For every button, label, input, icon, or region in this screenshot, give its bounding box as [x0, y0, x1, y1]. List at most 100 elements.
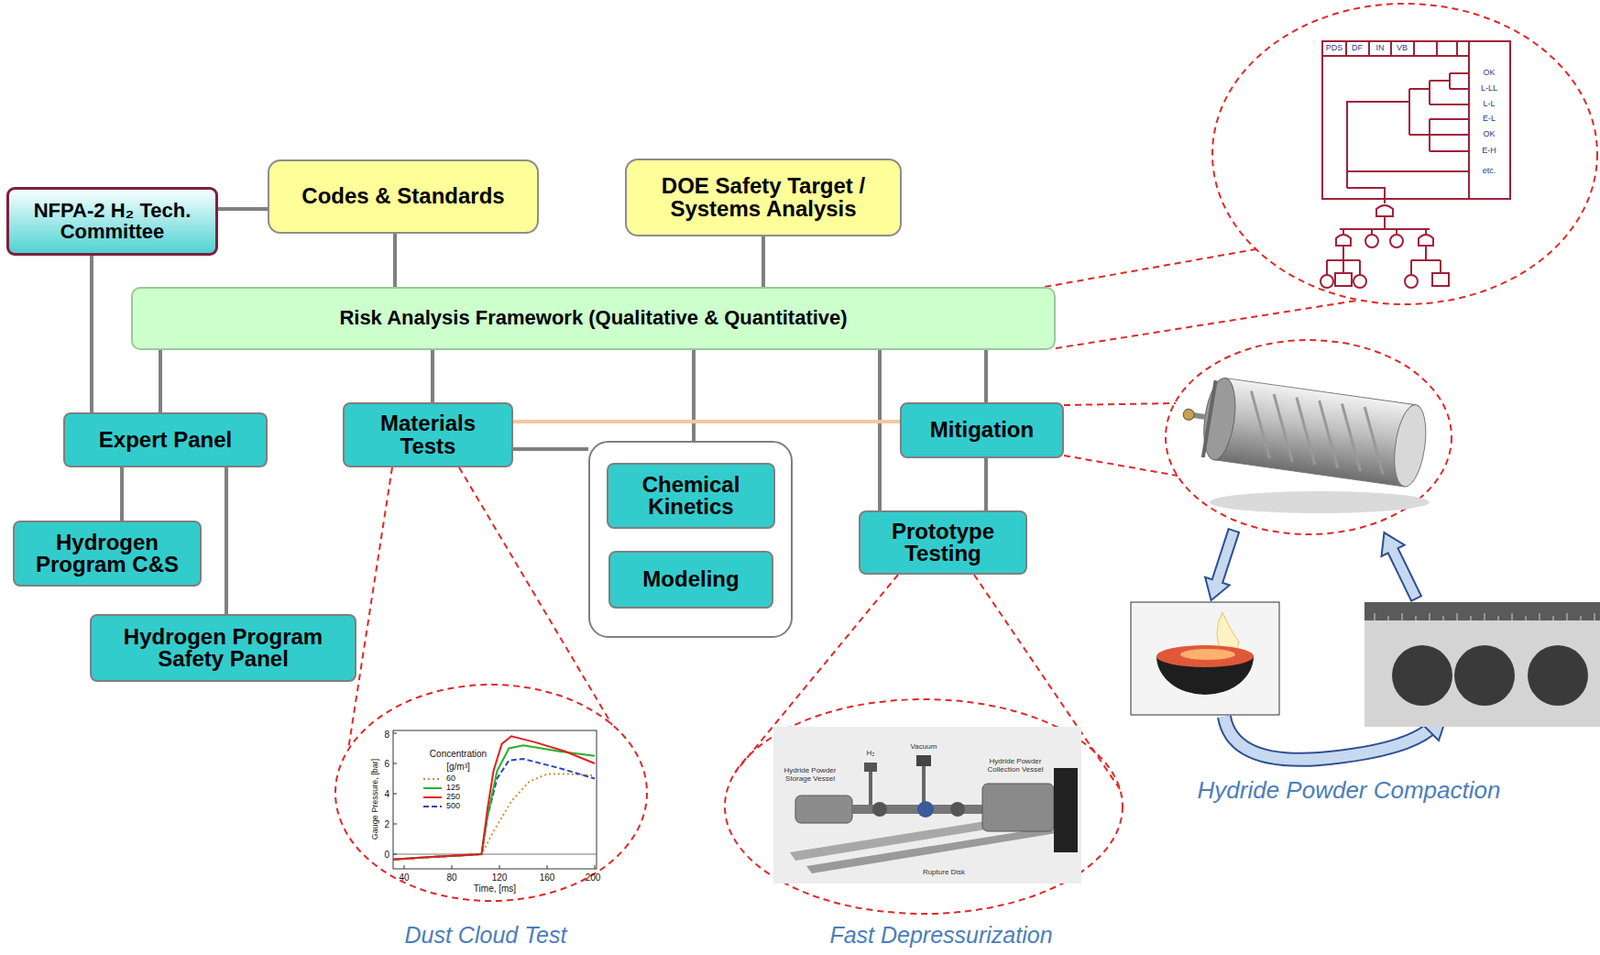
cylinder-body — [1214, 378, 1416, 487]
axis-ticks — [393, 733, 595, 869]
tree-header-line — [1322, 54, 1469, 57]
valve — [872, 801, 888, 817]
glowing-powder — [1180, 648, 1236, 660]
part-label: Hydride Powder Storage Vessel — [780, 767, 840, 784]
process-arrows — [1198, 526, 1246, 605]
process-arrows — [1372, 526, 1428, 604]
node-text: DOE Safety Target / Systems Analysis — [635, 175, 891, 220]
pressure-chart — [393, 730, 597, 869]
or-gate — [1336, 234, 1351, 246]
legend-title: Concentration — [429, 748, 487, 759]
valve — [864, 762, 877, 772]
valve — [916, 755, 932, 767]
chart-frame — [393, 730, 597, 869]
connector-line — [89, 255, 94, 413]
storage-cylinder — [1177, 372, 1431, 514]
connector-line — [218, 207, 268, 211]
legend-entry: 60 — [446, 774, 456, 784]
callout-ellipse — [724, 699, 1123, 914]
connector-line — [513, 447, 589, 451]
node-text: Prototype Testing — [869, 520, 1017, 566]
photo-frame — [1130, 602, 1280, 715]
ruler-ticks — [1374, 613, 1595, 621]
process-box: Mitigation — [899, 402, 1064, 459]
render-ground — [773, 726, 1082, 884]
process-box: Expert Panel — [63, 412, 268, 468]
valve — [917, 800, 934, 818]
end-flange — [1053, 767, 1078, 853]
tree-header-dividers — [1346, 41, 1458, 56]
process-box: Chemical Kinetics — [606, 462, 776, 529]
tree-header: IN — [1376, 43, 1385, 54]
ruler — [1364, 602, 1600, 621]
leader-line — [1044, 249, 1256, 287]
zero-line — [393, 854, 597, 855]
apparatus-render — [773, 726, 1082, 884]
and-gate — [1376, 205, 1393, 217]
standards-box: Codes & Standards — [267, 159, 539, 234]
tick-label: 4 — [383, 789, 390, 800]
storage-vessel — [795, 795, 853, 823]
outcome-label: L-L — [1482, 99, 1495, 110]
caption: Fast Depressurization — [829, 922, 1053, 949]
pellet — [1527, 645, 1589, 706]
basic-event — [1404, 274, 1418, 288]
event-box — [1335, 273, 1352, 286]
target-box: DOE Safety Target / Systems Analysis — [624, 158, 902, 237]
curve-125 — [393, 745, 595, 860]
committee-box: NFPA-2 H₂ Tech. Committee — [6, 186, 219, 256]
legend-entry: 250 — [446, 792, 461, 802]
collection-vessel — [982, 783, 1054, 832]
leader-line — [348, 467, 393, 750]
basic-event — [1353, 274, 1367, 288]
basic-event — [1365, 234, 1379, 248]
burning-powder-photo — [1130, 602, 1280, 715]
legend-sample — [423, 778, 442, 780]
cylinder-shadow — [1209, 491, 1430, 514]
cylinder-hatching — [1242, 391, 1392, 475]
rupture-disk — [950, 801, 965, 817]
pellet — [1454, 645, 1515, 706]
connector-line — [430, 350, 435, 403]
process-box: Hydrogen Program C&S — [12, 520, 202, 587]
connector-line — [984, 350, 988, 403]
basic-event — [1320, 274, 1334, 288]
node-text: Codes & Standards — [301, 185, 505, 208]
cylinder-handle — [1203, 380, 1217, 458]
cylinder-valve — [1182, 408, 1195, 422]
process-box: Prototype Testing — [858, 510, 1028, 575]
callout-ellipse — [1212, 3, 1598, 305]
caption: Hydride Powder Compaction — [1197, 777, 1502, 804]
curve-250 — [393, 735, 595, 860]
outcome-label: E-L — [1482, 114, 1496, 124]
pellet — [1391, 645, 1453, 706]
node-text: Hydrogen Program Safety Panel — [100, 625, 346, 671]
leader-line — [1063, 455, 1178, 476]
event-box — [1432, 273, 1449, 286]
legend-entry: 125 — [446, 783, 461, 793]
process-box: Hydrogen Program Safety Panel — [89, 613, 357, 682]
tick-label: 40 — [398, 872, 409, 883]
node-text: Chemical Kinetics — [617, 473, 765, 519]
pipe — [921, 766, 926, 805]
tree-header: PDS — [1326, 43, 1344, 54]
framework-band: Risk Analysis Framework (Qualitative & Q… — [131, 286, 1056, 351]
leader-line — [1063, 403, 1176, 406]
part-label: Vacuum — [910, 743, 938, 752]
tree-header: DF — [1351, 43, 1363, 54]
tick-label: 200 — [585, 872, 602, 883]
cylinder-end — [1199, 375, 1240, 462]
pipe — [868, 771, 873, 805]
outcome-label: OK — [1482, 130, 1495, 140]
tick-label: 2 — [383, 819, 390, 830]
rail — [806, 824, 1068, 874]
caption: Dust Cloud Test — [405, 922, 568, 949]
cylinder-end — [1390, 403, 1431, 490]
connector-line — [224, 467, 229, 614]
or-gate — [1418, 234, 1434, 246]
event-tree-symbol — [1320, 41, 1511, 288]
connector-line — [120, 467, 124, 521]
node-text: Hydrogen Program C&S — [23, 531, 191, 577]
